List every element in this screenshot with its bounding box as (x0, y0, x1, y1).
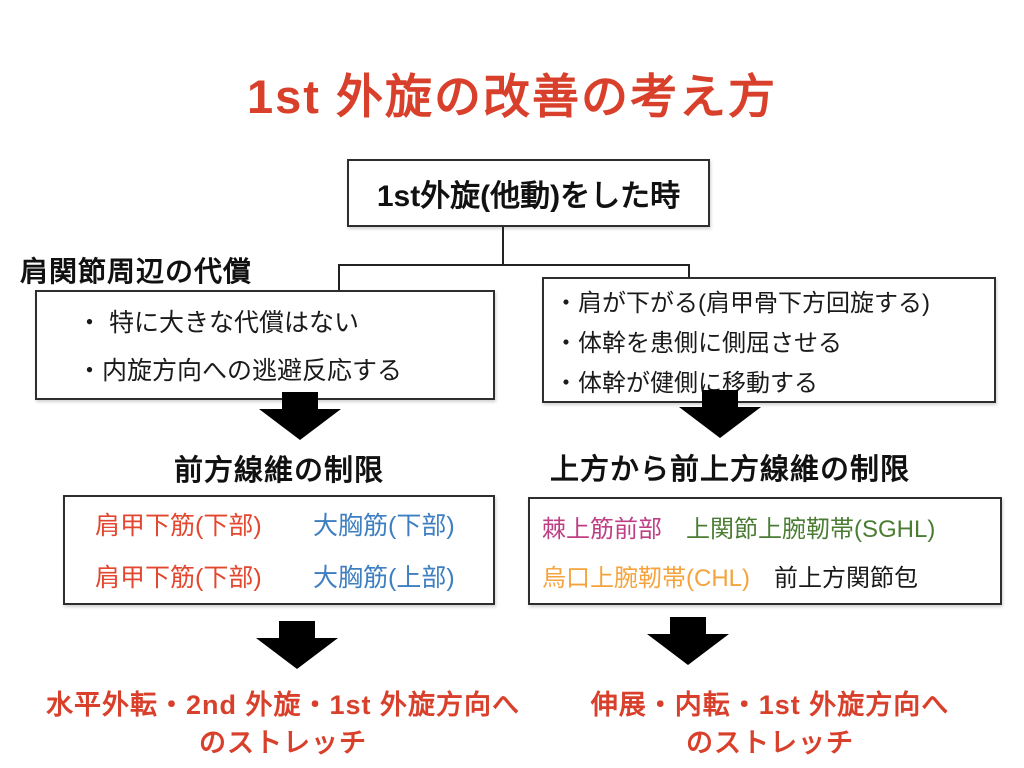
root-node: 1st外旋(他動)をした時 (347, 159, 710, 227)
structure-label: 烏口上腕靭帯(CHL) (542, 565, 750, 592)
left-compensation-box: ・ 特に大きな代償はない ・内旋方向への逃避反応する (35, 290, 495, 400)
stretch-line: のストレッチ (686, 728, 854, 758)
left-branch-label: 肩関節周辺の代償 (20, 256, 253, 287)
compensation-item: ・肩が下がる(肩甲骨下方回旋する) (554, 290, 930, 317)
structure-label: 大胸筋(下部) (313, 512, 455, 540)
down-arrow-icon (647, 617, 729, 665)
down-arrow-icon (256, 621, 338, 669)
connector-drop-left (338, 264, 340, 292)
left-limitation-box: 肩甲下筋(下部) 大胸筋(下部) 肩甲下筋(下部) 大胸筋(上部) (63, 495, 495, 605)
connector-vertical-root (502, 227, 504, 266)
right-stretch-text: 伸展・内転・1st 外旋方向へ のストレッチ (560, 686, 980, 762)
right-compensation-box: ・肩が下がる(肩甲骨下方回旋する) ・体幹を患側に側屈させる ・体幹が健側に移動… (542, 277, 996, 403)
structure-label: 肩甲下筋(下部) (95, 564, 262, 592)
structure-label: 棘上筋前部 (542, 516, 662, 543)
stretch-line: のストレッチ (199, 728, 367, 758)
connector-horizontal (338, 264, 690, 266)
stretch-line: 水平外転・2nd 外旋・1st 外旋方向へ (45, 690, 521, 720)
structure-label: 上関節上腕靭帯(SGHL) (686, 516, 936, 543)
page-title: 1st 外旋の改善の考え方 (247, 70, 777, 123)
structure-label: 大胸筋(上部) (313, 564, 455, 592)
structure-label: 前上方関節包 (774, 565, 918, 592)
down-arrow-icon (679, 390, 761, 438)
compensation-item: ・体幹が健側に移動する (554, 370, 818, 397)
stretch-line: 伸展・内転・1st 外旋方向へ (590, 690, 950, 720)
compensation-item: ・内旋方向への逃避反応する (77, 357, 403, 385)
root-node-label: 1st外旋(他動)をした時 (376, 180, 681, 213)
right-limitation-heading: 上方から前上方線維の制限 (549, 454, 910, 486)
compensation-item: ・ 特に大きな代償はない (77, 309, 359, 337)
left-limitation-heading: 前方線維の制限 (173, 455, 384, 487)
left-stretch-text: 水平外転・2nd 外旋・1st 外旋方向へ のストレッチ (33, 686, 533, 762)
compensation-item: ・体幹を患側に側屈させる (554, 330, 842, 357)
down-arrow-icon (259, 392, 341, 440)
right-limitation-box: 棘上筋前部 上関節上腕靭帯(SGHL) 烏口上腕靭帯(CHL) 前上方関節包 (528, 497, 1002, 605)
structure-label: 肩甲下筋(下部) (95, 512, 262, 540)
connector-drop-right (688, 264, 690, 279)
